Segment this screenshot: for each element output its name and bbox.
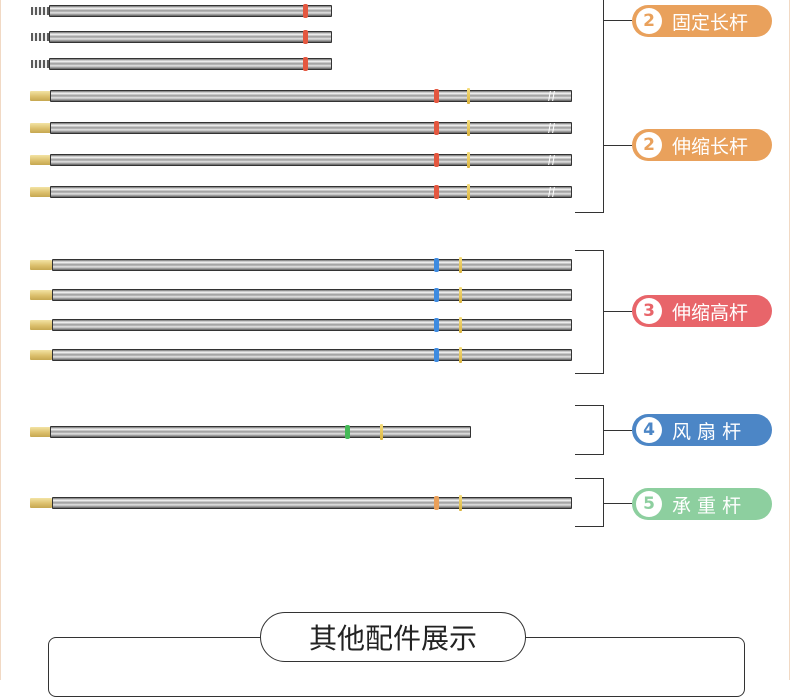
rod-band-red (434, 89, 439, 103)
group-label-text: 伸缩高杆 (672, 301, 749, 324)
bracket-connector (604, 145, 632, 146)
rod-brass-tip (30, 187, 52, 197)
bracket-connector (604, 20, 632, 21)
rod-brass-tip (30, 290, 52, 300)
group-number-badge: 2 (636, 132, 662, 158)
telescopic-high-rod (30, 317, 572, 333)
telescopic-high-rod (30, 287, 572, 303)
rod-band-red (303, 57, 308, 71)
rod-joint-ring (459, 347, 462, 363)
group-number-badge: 5 (636, 491, 662, 517)
rod-shaft (49, 31, 332, 43)
rod-shaft (52, 259, 572, 271)
group-number-badge: 3 (636, 298, 662, 324)
bracket-connector (604, 503, 632, 504)
rod-pin-end (31, 60, 49, 68)
telescopic-long-rod (30, 88, 572, 104)
rod-band-blue (434, 318, 439, 332)
left-border (0, 0, 1, 680)
rod-shaft (52, 497, 572, 509)
group-label-text: 风 扇 杆 (672, 420, 742, 443)
group-label-load-bearing-rod: 5 承 重 杆 (632, 488, 772, 520)
telescopic-high-rod (30, 257, 572, 273)
group-label-telescopic-high-rod: 3 伸缩高杆 (632, 295, 772, 327)
rod-joint-ring (459, 257, 462, 273)
rod-brass-tip (30, 320, 52, 330)
rod-brass-tip (30, 427, 52, 437)
rod-shaft (52, 289, 572, 301)
rod-band-red (303, 30, 308, 44)
rod-shaft (50, 154, 572, 166)
rod-brass-tip (30, 123, 52, 133)
rod-shaft (50, 90, 572, 102)
rod-joint-ring (459, 317, 462, 333)
rod-pin-end (31, 33, 49, 41)
rod-band-blue (434, 288, 439, 302)
telescopic-long-rod (30, 152, 572, 168)
bracket-group-1-2 (575, 0, 604, 213)
fan-rod (30, 424, 471, 440)
rod-brass-tip (30, 350, 52, 360)
bracket-connector (604, 311, 632, 312)
group-number-badge: 2 (636, 8, 662, 34)
telescopic-long-rod (30, 184, 572, 200)
group-label-fixed-long-rod: 2 固定长杆 (632, 5, 772, 37)
rod-joint-ring (459, 287, 462, 303)
group-label-text: 固定长杆 (672, 11, 749, 34)
rod-brass-tip (30, 155, 52, 165)
rod-joint-ring (459, 495, 462, 511)
fixed-long-rod (31, 57, 332, 71)
group-label-text: 伸缩长杆 (672, 135, 749, 158)
rod-band-blue (434, 258, 439, 272)
rod-shaft (50, 426, 471, 438)
rod-shaft (49, 58, 332, 70)
bracket-group-5 (575, 478, 604, 527)
rod-shaft (50, 186, 572, 198)
rod-joint-ring (467, 184, 470, 200)
fixed-long-rod (31, 30, 332, 44)
rod-brass-tip (30, 260, 52, 270)
rod-band-red (303, 4, 308, 18)
rod-joint-ring (467, 88, 470, 104)
section-title: 其他配件展示 (260, 612, 526, 662)
rod-shaft (52, 349, 572, 361)
rod-pin-end (31, 7, 49, 15)
rod-joint-ring (467, 152, 470, 168)
fixed-long-rod (31, 4, 332, 18)
telescopic-long-rod (30, 120, 572, 136)
rod-band-orange (434, 496, 439, 510)
rod-scale-marks (548, 123, 556, 133)
rod-band-red (434, 121, 439, 135)
rod-shaft (52, 319, 572, 331)
rod-scale-marks (548, 91, 556, 101)
rod-brass-tip (30, 91, 52, 101)
rod-band-green (345, 425, 350, 439)
load-bearing-rod (30, 495, 572, 511)
rod-scale-marks (548, 155, 556, 165)
rod-scale-marks (548, 187, 556, 197)
group-label-telescopic-long-rod: 2 伸缩长杆 (632, 129, 772, 161)
rod-joint-ring (467, 120, 470, 136)
group-number-badge: 4 (636, 417, 662, 443)
rod-band-blue (434, 348, 439, 362)
rod-shaft (50, 122, 572, 134)
bracket-connector (604, 430, 632, 431)
rod-band-red (434, 153, 439, 167)
telescopic-high-rod (30, 347, 572, 363)
bracket-group-3 (575, 250, 604, 374)
bracket-group-4 (575, 405, 604, 455)
group-label-text: 承 重 杆 (672, 494, 742, 517)
rod-band-red (434, 185, 439, 199)
rod-joint-ring (380, 424, 383, 440)
group-label-fan-rod: 4 风 扇 杆 (632, 414, 772, 446)
rod-brass-tip (30, 498, 52, 508)
rod-shaft (49, 5, 332, 17)
